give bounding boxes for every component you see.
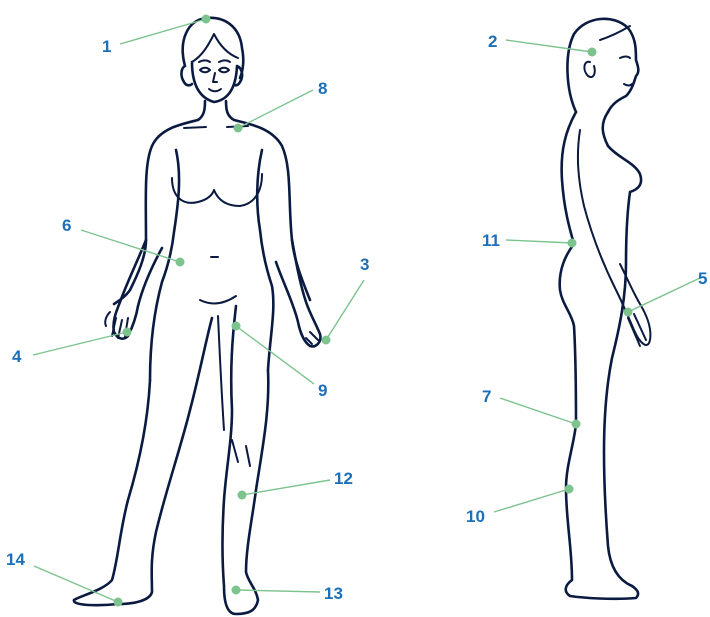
callout-9: 9 [232, 322, 328, 401]
point-label-5: 5 [698, 269, 707, 288]
side-eye [620, 57, 630, 59]
marker-dot-10[interactable] [565, 485, 574, 494]
point-label-3: 3 [360, 255, 369, 274]
front-right-leg [223, 306, 269, 614]
front-nose [213, 73, 217, 82]
front-crotch [200, 296, 236, 303]
marker-dot-8[interactable] [234, 124, 243, 133]
callout-13: 13 [232, 584, 343, 603]
leader-line-4 [33, 332, 127, 355]
marker-dot-4[interactable] [123, 328, 132, 337]
leader-line-6 [81, 230, 180, 262]
callout-11: 11 [482, 231, 577, 250]
marker-dot-11[interactable] [568, 239, 577, 248]
side-hand [628, 314, 646, 346]
front-right-arm [276, 240, 320, 346]
marker-dot-9[interactable] [232, 322, 241, 331]
front-left-leg [74, 318, 212, 605]
front-inner-leg [218, 316, 224, 430]
side-arm [578, 130, 650, 345]
point-label-13: 13 [324, 584, 343, 603]
leader-line-13 [236, 590, 320, 592]
callout-10: 10 [466, 485, 574, 527]
side-head [567, 19, 638, 112]
side-mouth [624, 84, 632, 86]
front-waist-right [257, 150, 273, 370]
front-knee-lines [232, 440, 250, 466]
side-figure [560, 19, 651, 599]
front-figure [74, 18, 320, 614]
leader-line-10 [494, 489, 569, 512]
marker-dot-14[interactable] [114, 598, 123, 607]
point-label-8: 8 [318, 79, 327, 98]
front-right-brow [219, 61, 230, 63]
callout-1: 1 [102, 15, 211, 57]
point-label-2: 2 [488, 32, 497, 51]
callout-7: 7 [482, 387, 581, 429]
leader-line-1 [120, 19, 206, 44]
marker-dot-1[interactable] [202, 15, 211, 24]
callout-2: 2 [488, 32, 597, 57]
point-label-11: 11 [482, 231, 500, 250]
side-front [603, 112, 641, 586]
point-label-9: 9 [318, 381, 327, 400]
leader-line-8 [238, 90, 313, 128]
front-clavicle-left [184, 127, 206, 128]
front-left-brow [199, 61, 210, 63]
point-label-10: 10 [466, 507, 485, 526]
leader-line-11 [506, 240, 572, 243]
side-hair-line [600, 26, 630, 40]
front-left-eye [200, 68, 210, 73]
side-ear [584, 62, 594, 77]
leader-line-7 [500, 398, 576, 424]
front-right-hand [306, 332, 318, 344]
marker-dot-13[interactable] [232, 586, 241, 595]
side-back [560, 112, 638, 599]
point-label-12: 12 [334, 469, 353, 488]
front-mouth [209, 89, 221, 91]
front-hair-fringe [192, 34, 238, 62]
marker-dot-5[interactable] [624, 308, 633, 317]
callout-6: 6 [62, 216, 185, 267]
callout-3: 3 [322, 255, 370, 345]
point-label-7: 7 [482, 387, 491, 406]
marker-dot-6[interactable] [176, 258, 185, 267]
point-label-1: 1 [102, 37, 111, 56]
point-label-6: 6 [62, 216, 71, 235]
marker-dot-3[interactable] [322, 336, 331, 345]
leader-line-3 [326, 280, 364, 340]
point-label-4: 4 [12, 347, 22, 366]
leader-line-2 [506, 40, 592, 52]
marker-dot-12[interactable] [238, 491, 247, 500]
point-label-14: 14 [6, 550, 25, 569]
front-hair [181, 18, 243, 86]
leader-line-5 [628, 278, 700, 312]
marker-dot-2[interactable] [588, 48, 597, 57]
callout-14: 14 [6, 550, 123, 607]
callout-5: 5 [624, 269, 708, 317]
front-chest [172, 174, 262, 206]
front-right-eye [219, 68, 229, 73]
marker-dot-7[interactable] [572, 420, 581, 429]
